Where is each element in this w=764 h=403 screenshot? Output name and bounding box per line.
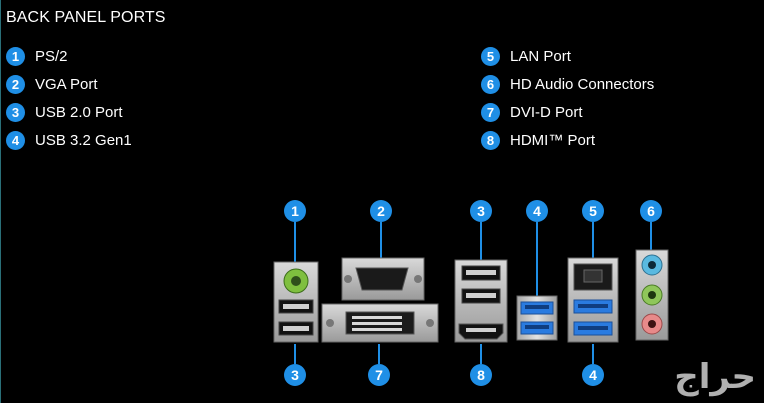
legend-label: VGA Port <box>35 75 98 93</box>
ps2-usb-stack <box>273 261 319 343</box>
callout-bottom-4: 4 <box>582 364 604 386</box>
dvi-screw-left <box>326 319 334 327</box>
ps2-port-core <box>291 276 301 286</box>
legend-item-usb3: 4 USB 3.2 Gen1 <box>6 126 132 154</box>
legend-left: 1 PS/2 2 VGA Port 3 USB 2.0 Port 4 USB 3… <box>6 42 132 154</box>
vga-port <box>355 267 409 291</box>
usb2-port-upper-tongue <box>283 304 309 309</box>
legend-number-badge: 2 <box>6 74 25 94</box>
callout-number: 1 <box>291 203 299 219</box>
callout-number: 6 <box>647 203 655 219</box>
callout-2: 2 <box>370 200 392 222</box>
legend-item-hdmi: 8 HDMI™ Port <box>481 126 654 154</box>
callout-number: 3 <box>477 203 485 219</box>
legend-number-badge: 8 <box>481 130 500 150</box>
legend-number-badge: 7 <box>481 102 500 122</box>
callout-lines <box>294 222 652 364</box>
legend-item-lan: 5 LAN Port <box>481 42 654 70</box>
usb3-stack <box>516 295 558 341</box>
page-title: BACK PANEL PORTS <box>6 9 166 26</box>
dvi-pins <box>352 316 402 331</box>
legend-right: 5 LAN Port 6 HD Audio Connectors 7 DVI-D… <box>481 42 654 154</box>
legend-label: USB 2.0 Port <box>35 103 123 121</box>
callout-4: 4 <box>526 200 548 222</box>
callout-number: 5 <box>589 203 597 219</box>
dvi-screw-right <box>426 319 434 327</box>
callout-bottom-3: 3 <box>284 364 306 386</box>
watermark-logo: حراج <box>674 357 758 397</box>
callouts-bottom: 3 7 8 4 <box>284 364 604 386</box>
callout-1: 1 <box>284 200 306 222</box>
legend-label: LAN Port <box>510 47 571 65</box>
callout-6: 6 <box>640 200 662 222</box>
legend-label: USB 3.2 Gen1 <box>35 131 132 149</box>
legend-number-badge: 3 <box>6 102 25 122</box>
legend-label: HDMI™ Port <box>510 131 596 149</box>
vga-screw-right <box>414 275 422 283</box>
legend-item-vga: 2 VGA Port <box>6 70 132 98</box>
legend-number-badge: 4 <box>6 130 25 150</box>
audio-stack <box>635 249 669 341</box>
vga-dvi-stack <box>321 257 439 343</box>
callout-number: 4 <box>533 203 541 219</box>
callout-bottom-8: 8 <box>470 364 492 386</box>
usb2-port-lower-tongue <box>283 326 309 331</box>
callout-number: 3 <box>291 367 299 383</box>
lan-usb3-stack <box>567 257 619 343</box>
callouts-top: 1 2 3 4 5 6 <box>284 200 662 222</box>
legend-number-badge: 1 <box>6 46 25 66</box>
callout-number: 8 <box>477 367 485 383</box>
legend-label: PS/2 <box>35 47 68 65</box>
callout-number: 4 <box>589 367 597 383</box>
legend-item-usb2: 3 USB 2.0 Port <box>6 98 132 126</box>
legend-number-badge: 6 <box>481 74 500 94</box>
callout-3: 3 <box>470 200 492 222</box>
callout-5: 5 <box>582 200 604 222</box>
callout-number: 2 <box>377 203 385 219</box>
legend-label: HD Audio Connectors <box>510 75 655 93</box>
legend-label: DVI-D Port <box>510 103 583 121</box>
callout-number: 7 <box>375 367 383 383</box>
legend-item-ps2: 1 PS/2 <box>6 42 132 70</box>
legend-number-badge: 5 <box>481 46 500 66</box>
legend-item-audio: 6 HD Audio Connectors <box>481 70 654 98</box>
legend-item-dvi: 7 DVI-D Port <box>481 98 654 126</box>
callout-bottom-7: 7 <box>368 364 390 386</box>
vga-screw-left <box>344 275 352 283</box>
usb-hdmi-stack <box>454 259 508 343</box>
